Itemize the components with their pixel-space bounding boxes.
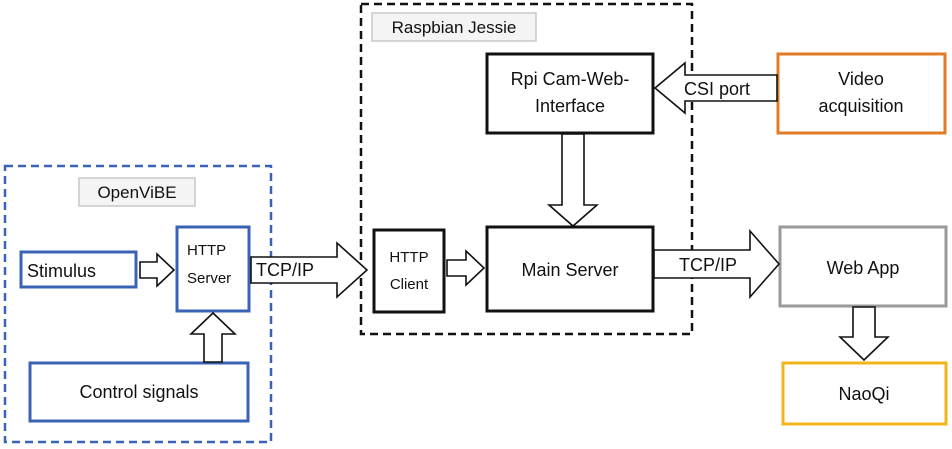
svg-text:Server: Server — [187, 270, 231, 287]
svg-text:TCP/IP: TCP/IP — [679, 255, 737, 275]
svg-text:Client: Client — [390, 276, 429, 293]
svg-text:Stimulus: Stimulus — [27, 261, 96, 281]
edge-tcp-ip-1: TCP/IP — [250, 241, 369, 299]
svg-text:Raspbian Jessie: Raspbian Jessie — [392, 18, 517, 37]
http-client-node: HTTP Client — [372, 228, 446, 314]
arrow-rpi-cam-to-main-server — [546, 133, 600, 228]
stimulus-node: Stimulus — [19, 250, 138, 289]
svg-text:Interface: Interface — [535, 96, 605, 116]
svg-text:Web App: Web App — [827, 258, 900, 278]
main-server-node: Main Server — [485, 225, 655, 313]
svg-text:Video: Video — [838, 69, 884, 89]
raspbian-group — [359, 2, 694, 336]
arrow-stimulus-to-http-server — [139, 252, 176, 288]
edge-tcp-ip-2: TCP/IP — [653, 228, 781, 300]
openvibe-label: OpenViBE — [78, 177, 196, 207]
arrow-http-client-to-main-server — [446, 249, 486, 287]
raspbian-label: Raspbian Jessie — [371, 12, 537, 42]
svg-text:Main Server: Main Server — [521, 260, 618, 280]
naoqi-node: NaoQi — [781, 361, 948, 426]
arrow-control-to-http-server — [189, 311, 237, 363]
svg-text:Rpi Cam-Web-: Rpi Cam-Web- — [511, 69, 630, 89]
arrow-main-server-to-web-app — [653, 228, 781, 300]
svg-text:OpenViBE: OpenViBE — [97, 183, 176, 202]
svg-text:acquisition: acquisition — [818, 96, 903, 116]
svg-text:CSI port: CSI port — [684, 79, 750, 99]
svg-text:NaoQi: NaoQi — [838, 384, 889, 404]
rpi-cam-node: Rpi Cam-Web- Interface — [485, 52, 655, 135]
svg-text:HTTP: HTTP — [389, 249, 428, 266]
arrow-http-server-to-http-client — [250, 241, 369, 299]
web-app-node: Web App — [778, 225, 948, 308]
svg-text:TCP/IP: TCP/IP — [256, 260, 314, 280]
http-server-node: HTTP Server — [175, 225, 251, 313]
control-signals-node: Control signals — [28, 361, 250, 423]
svg-text:Control signals: Control signals — [79, 382, 198, 402]
video-acquisition-node: Video acquisition — [776, 52, 947, 135]
arrow-video-to-rpi-cam — [653, 61, 778, 115]
arrow-web-app-to-naoqi — [838, 306, 890, 362]
edge-csi-port: CSI port — [653, 61, 778, 115]
svg-text:HTTP: HTTP — [187, 242, 226, 259]
openvibe-group — [3, 164, 273, 444]
